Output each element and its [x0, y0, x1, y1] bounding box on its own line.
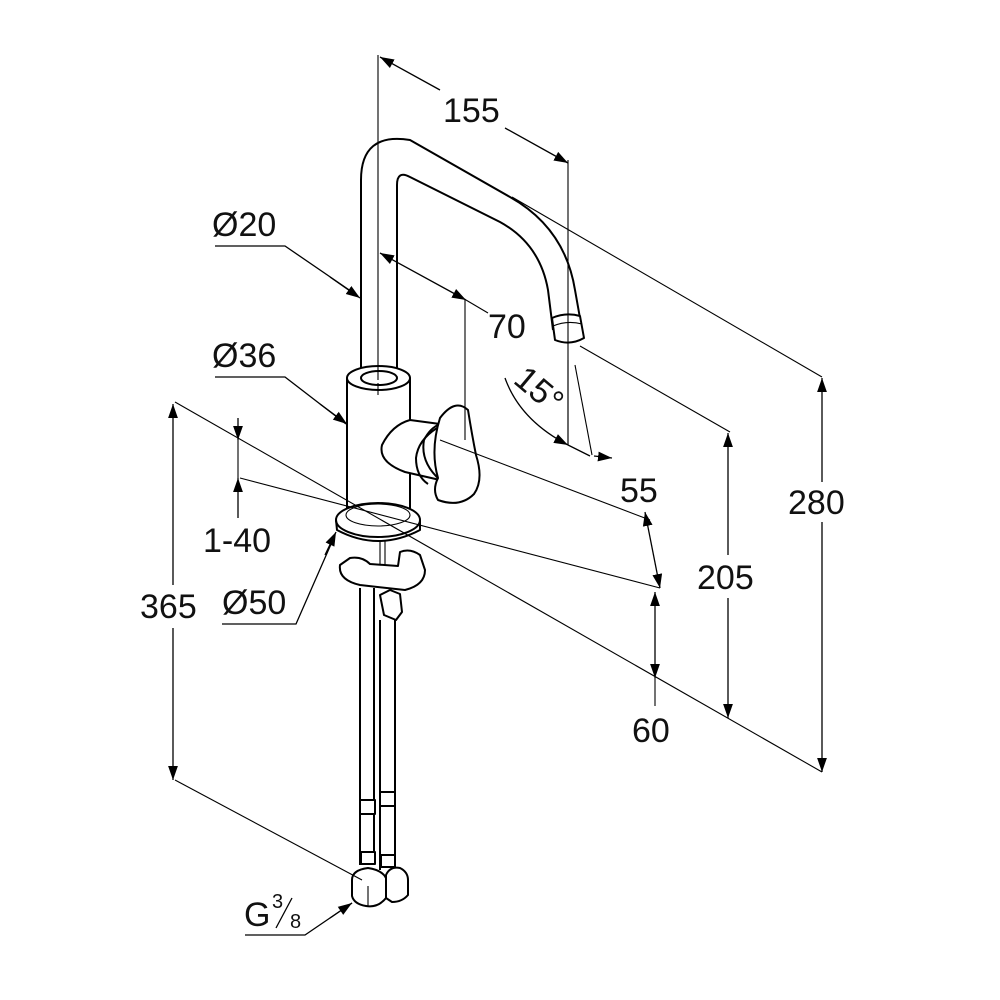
label-outlet-height: 205 [697, 559, 754, 597]
hose-ferrule-left [360, 851, 376, 865]
faucet [335, 137, 585, 908]
label-mounting-hole: Ø50 [222, 584, 286, 622]
handle-collar [415, 427, 438, 485]
dimension-lines [168, 56, 827, 936]
label-spout-diameter: Ø20 [212, 206, 276, 244]
hex-nut [379, 589, 403, 621]
spout-base [360, 370, 398, 386]
mounting-clamp [338, 549, 426, 591]
hose-crimp-right [379, 791, 396, 807]
connection-nut-right [385, 866, 409, 903]
connection-nut-left [351, 867, 387, 908]
dim-70-line [379, 252, 467, 301]
dim-55-line [642, 511, 663, 589]
label-handle-height: 55 [620, 472, 658, 510]
label-thread-denominator: 8 [290, 911, 301, 933]
spout-inner [396, 173, 554, 378]
label-handle-offset: 70 [488, 308, 526, 346]
dim-15-arc [504, 377, 569, 446]
dim-155-arrow-a [379, 56, 441, 91]
spout-outer [360, 137, 584, 385]
dim-d36-leader [215, 376, 347, 425]
label-overall-height: 365 [140, 588, 197, 626]
handle-lever [433, 404, 481, 504]
label-connection-thread: G 3 8 [244, 891, 301, 934]
dim-d20-leader [215, 245, 359, 297]
dim-155-arrow-b [504, 127, 569, 164]
label-spout-reach: 155 [443, 92, 500, 130]
base-flange-inner [345, 503, 411, 527]
label-total-height: 280 [788, 484, 845, 522]
extension-lines [174, 55, 823, 881]
flange-bottom [335, 519, 421, 542]
label-thread-numerator: 3 [272, 891, 283, 913]
aerator-ring [552, 321, 583, 327]
label-swivel-angle: 15° [507, 359, 571, 421]
label-thread-prefix: G [244, 896, 270, 934]
dim-d50-leader [222, 534, 336, 625]
label-base-height: 60 [632, 712, 670, 750]
hose-crimp-left [359, 799, 376, 815]
hose-ferrule-right [380, 854, 396, 868]
label-deck-thickness: 1-40 [203, 522, 271, 560]
fraction-slash [275, 897, 293, 929]
label-body-diameter: Ø36 [212, 337, 276, 375]
